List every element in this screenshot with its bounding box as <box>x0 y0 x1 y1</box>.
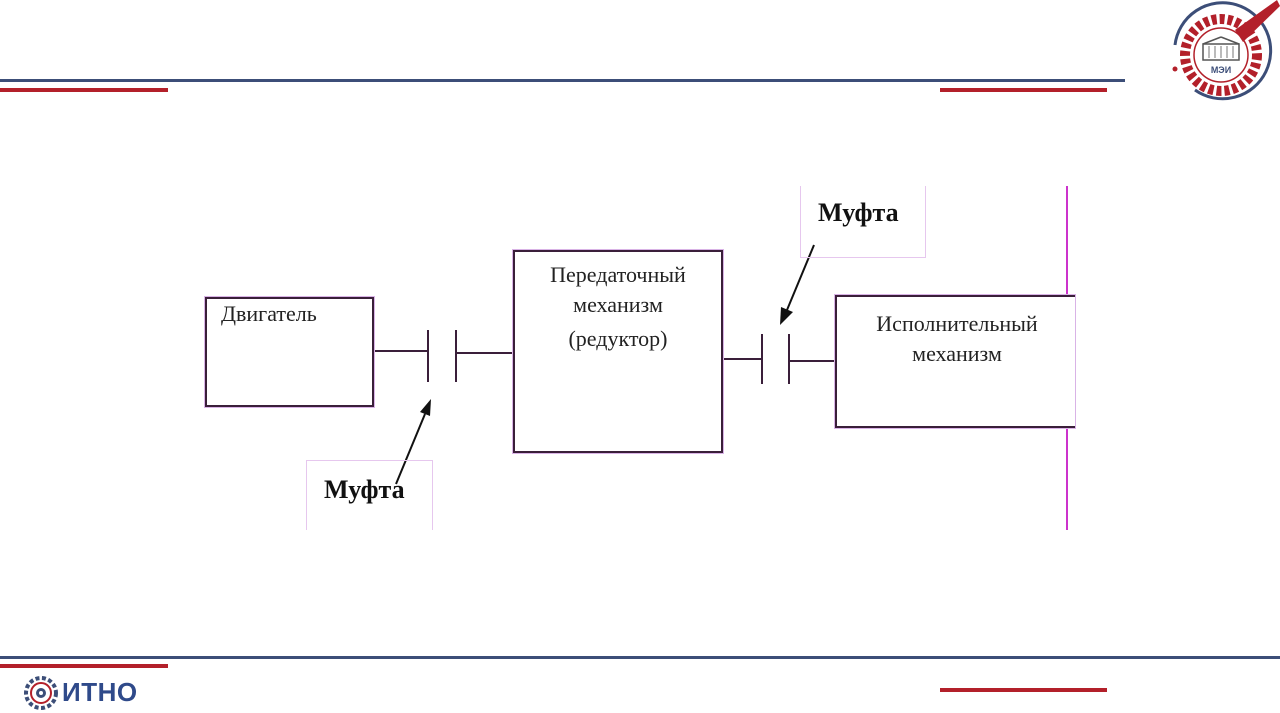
transmission-label-line-3: (редуктор) <box>568 326 668 351</box>
footer-rule-navy <box>0 656 1280 659</box>
coupling-bottom-frame <box>306 460 433 530</box>
itno-brand-text: ИТНО <box>62 677 138 707</box>
transmission-label-line-2: механизм <box>573 292 663 317</box>
mei-logo-text: МЭИ <box>1211 65 1231 75</box>
transmission-label-line-1: Передаточный <box>550 262 686 287</box>
footer-rule-red-right <box>940 688 1107 692</box>
arrow-bottom-shaft <box>395 413 426 485</box>
actuator-label-line-1: Исполнительный <box>876 311 1038 336</box>
arrow-top-shaft <box>786 244 815 311</box>
itno-gear-icon <box>24 676 58 710</box>
transmission-box: Передаточный механизм (редуктор) <box>513 250 723 453</box>
header-rule-red-right <box>940 88 1107 92</box>
engine-box: Двигатель <box>205 297 374 407</box>
arrow-bottom-head <box>420 399 431 416</box>
arrow-top-head <box>780 307 793 325</box>
actuator-label-line-2: механизм <box>912 341 1002 366</box>
header-rule-navy <box>0 79 1125 82</box>
coupling-bottom-label: Муфта <box>324 475 405 504</box>
actuator-box: Исполнительный механизм <box>835 295 1075 428</box>
header-rule-red-left <box>0 88 168 92</box>
mei-logo: МЭИ <box>1172 0 1280 101</box>
coupling-top-label: Муфта <box>818 198 899 227</box>
footer-rule-red-left <box>0 664 168 668</box>
engine-label: Двигатель <box>221 301 317 326</box>
coupling-top-frame <box>800 186 926 258</box>
